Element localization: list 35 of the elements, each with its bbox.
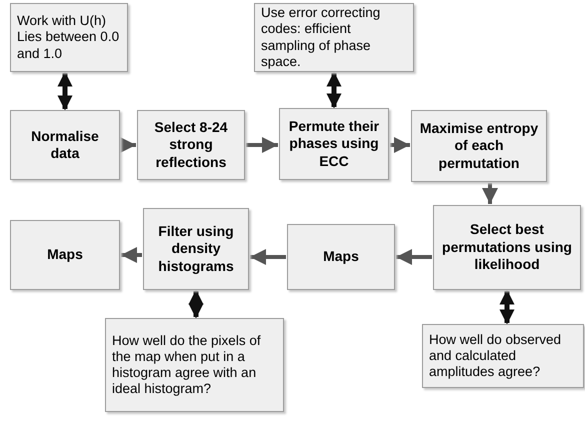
arrow xyxy=(120,137,136,153)
step-label: Maps xyxy=(47,246,83,264)
note-box xyxy=(422,324,584,388)
note-box xyxy=(105,318,284,412)
step-label: Maps xyxy=(323,248,359,266)
process-box xyxy=(137,110,245,180)
note-text: Work with U(h) Lies between 0.0 and 1.0 xyxy=(17,13,120,62)
arrow xyxy=(390,137,410,153)
note-box xyxy=(254,3,414,72)
arrow xyxy=(396,249,432,265)
note-box xyxy=(10,3,128,72)
step-label: Select best permutations using likelihood xyxy=(441,221,573,274)
step-label: Filter using density histograms xyxy=(157,222,235,276)
process-box xyxy=(411,110,547,182)
process-box xyxy=(433,205,581,290)
process-box xyxy=(279,108,389,180)
note-text: How well do the pixels of the map when put in a histogram agree with an ideal histogram? xyxy=(112,332,262,398)
arrow xyxy=(246,137,278,153)
process-box xyxy=(143,208,249,290)
note-text: How well do observed and calculated amplitudes agree? xyxy=(429,332,562,380)
arrow xyxy=(121,247,142,263)
note-text: Use error correcting codes: efficient sampling of phase space. xyxy=(261,5,382,70)
double-arrow xyxy=(326,72,342,108)
arrow xyxy=(482,183,498,204)
step-label: Normalise data xyxy=(30,128,100,162)
process-box xyxy=(10,220,120,290)
double-arrow xyxy=(500,290,514,324)
process-box xyxy=(10,110,120,180)
process-box xyxy=(287,224,395,290)
step-label: Maximise entropy of each permutation xyxy=(418,120,540,172)
step-label: Select 8-24 strong reflections xyxy=(153,118,229,172)
step-label: Permute their phases using ECC xyxy=(288,118,380,170)
arrow xyxy=(250,249,286,265)
double-arrow xyxy=(58,72,72,110)
double-arrow xyxy=(188,290,204,318)
